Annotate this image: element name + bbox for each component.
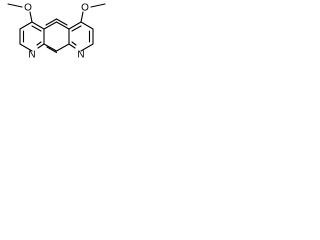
bond-center-1 <box>43 21 58 30</box>
bond-left-4 <box>31 21 45 30</box>
bond-right-2b <box>71 25 82 32</box>
bond-left-3 <box>19 43 33 52</box>
bond-right-3 <box>80 21 94 30</box>
bond-left-4b <box>31 25 42 32</box>
bond-methyl-right <box>90 3 106 8</box>
atom-label-oxygen-left: O <box>24 3 32 14</box>
atom-label-nitrogen-left: N <box>28 50 35 61</box>
structure-canvas: O O N N <box>0 0 113 78</box>
bond-right-6 <box>68 43 76 49</box>
bond-oxygen-ring-right <box>80 11 84 23</box>
bond-center-3 <box>43 43 58 52</box>
bond-right-6b <box>71 41 77 46</box>
atom-label-nitrogen-right: N <box>77 50 84 61</box>
bond-left-6 <box>37 43 45 49</box>
bond-lines <box>7 3 106 54</box>
atom-label-oxygen-right: O <box>81 3 89 14</box>
bond-right-2 <box>68 21 82 30</box>
bond-center-4b <box>46 46 58 54</box>
phenanthroline-structure: O O N N <box>7 3 106 61</box>
bond-right-5 <box>80 43 94 52</box>
atom-labels: O O N N <box>24 3 89 61</box>
bond-left-1 <box>19 21 33 30</box>
bond-oxygen-ring-left <box>29 11 33 23</box>
bond-center-2 <box>55 21 70 30</box>
bond-center-2c <box>55 18 68 26</box>
bond-center-2b <box>45 18 58 26</box>
bond-methyl-left <box>7 3 23 8</box>
bond-left-6b <box>36 41 42 46</box>
bond-center-4 <box>55 43 70 52</box>
